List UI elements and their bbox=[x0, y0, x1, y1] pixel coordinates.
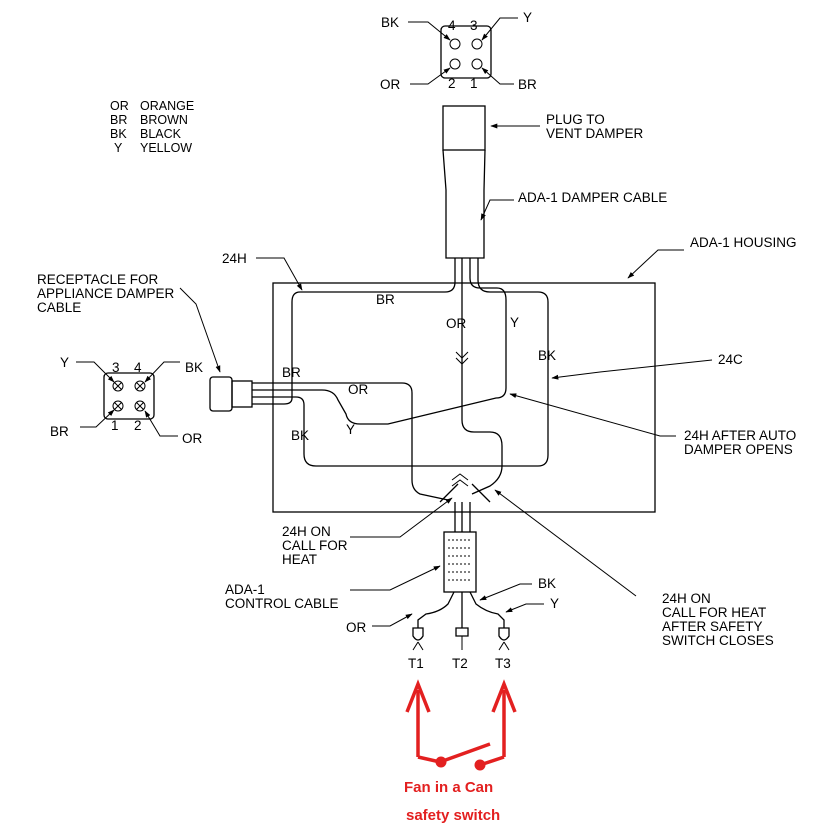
left-pin-label-4: 4 bbox=[134, 360, 142, 375]
wire-label-y: Y bbox=[523, 10, 532, 25]
wire-y-bottom-label: Y bbox=[550, 596, 559, 611]
plug-to-label: PLUG TO bbox=[546, 112, 605, 127]
wire-label-or: OR bbox=[380, 77, 401, 92]
left-pin-label-3: 3 bbox=[112, 360, 120, 375]
pin-label-3: 3 bbox=[470, 18, 478, 33]
after-auto-label-2: DAMPER OPENS bbox=[684, 442, 793, 457]
wire-y-center-label: Y bbox=[510, 315, 519, 330]
legend-name-orange: ORANGE bbox=[140, 99, 194, 113]
safety-label-2: CALL FOR HEAT bbox=[662, 605, 766, 620]
legend-code-or: OR bbox=[110, 99, 129, 113]
vent-damper-label: VENT DAMPER bbox=[546, 126, 644, 141]
on-call-label-1: 24H ON bbox=[282, 524, 331, 539]
receptacle-label-3: CABLE bbox=[37, 300, 81, 315]
pin-2 bbox=[449, 58, 461, 70]
safety-label-4: SWITCH CLOSES bbox=[662, 633, 774, 648]
after-auto-label-1: 24H AFTER AUTO bbox=[684, 428, 796, 443]
safety-switch-annotation: Fan in a Can safety switch bbox=[404, 679, 517, 824]
terminal-t3: T3 bbox=[495, 656, 511, 671]
wire-label-br: BR bbox=[518, 77, 537, 92]
wire-label-bk: BK bbox=[381, 15, 399, 30]
wire-or-left-label: OR bbox=[348, 382, 369, 397]
pin-label-2: 2 bbox=[448, 76, 456, 91]
red-arrowhead-t1 bbox=[405, 679, 431, 713]
left-wire-label-bk: BK bbox=[185, 360, 203, 375]
safety-label-3: AFTER SAFETY bbox=[662, 619, 763, 634]
annotation-line-2: safety switch bbox=[406, 807, 500, 824]
red-arrowhead-t3 bbox=[491, 679, 517, 713]
appliance-damper-receptacle: RECEPTACLE FOR APPLIANCE DAMPER CABLE bbox=[37, 272, 253, 412]
color-legend: OR ORANGE BR BROWN BK BLACK Y YELLOW bbox=[110, 99, 194, 155]
on-call-label-2: CALL FOR bbox=[282, 538, 348, 553]
pin-4 bbox=[449, 38, 461, 50]
switch-contact-left bbox=[435, 756, 447, 768]
h24-label: 24H bbox=[222, 251, 247, 266]
legend-code-y: Y bbox=[114, 141, 123, 155]
housing-label: ADA-1 HOUSING bbox=[690, 235, 797, 250]
wire-br-top-label: BR bbox=[376, 292, 395, 307]
wire-or-bottom-label: OR bbox=[346, 620, 367, 635]
damper-cable-label: ADA-1 DAMPER CABLE bbox=[518, 190, 667, 205]
c24-label: 24C bbox=[718, 352, 743, 367]
appliance-plug-pinout: 3 4 1 2 Y BK BR OR bbox=[50, 355, 203, 446]
pin-3 bbox=[471, 38, 483, 50]
left-wire-label-y: Y bbox=[60, 355, 69, 370]
annotation-line-1: Fan in a Can bbox=[404, 779, 493, 796]
internal-wiring bbox=[252, 258, 549, 503]
left-pin-label-2: 2 bbox=[134, 418, 142, 433]
legend-name-brown: BROWN bbox=[140, 113, 188, 127]
wire-bk-left-label: BK bbox=[291, 428, 309, 443]
switch-blade bbox=[439, 742, 491, 764]
safety-label-1: 24H ON bbox=[662, 591, 711, 606]
legend-name-yellow: YELLOW bbox=[140, 141, 192, 155]
wire-or-center-label: OR bbox=[446, 316, 467, 331]
receptacle-label-2: APPLIANCE DAMPER bbox=[37, 286, 175, 301]
control-cable-label-1: ADA-1 bbox=[225, 582, 265, 597]
on-call-label-3: HEAT bbox=[282, 552, 317, 567]
left-wire-label-br: BR bbox=[50, 424, 69, 439]
vent-damper-plug-pinout: 4 3 2 1 BK Y OR BR bbox=[380, 10, 537, 92]
legend-code-br: BR bbox=[110, 113, 127, 127]
wire-y-left-label: Y bbox=[346, 422, 355, 437]
control-cable bbox=[412, 502, 510, 651]
vent-damper-plug: PLUG TO VENT DAMPER ADA-1 DAMPER CABLE bbox=[442, 105, 667, 259]
switch-contact-right bbox=[474, 759, 486, 771]
wire-bk-bottom-label: BK bbox=[538, 576, 556, 591]
legend-name-black: BLACK bbox=[140, 127, 182, 141]
terminal-t1: T1 bbox=[408, 656, 424, 671]
left-pin-label-1: 1 bbox=[111, 418, 119, 433]
wire-br-left-label: BR bbox=[282, 365, 301, 380]
terminal-t2: T2 bbox=[452, 656, 468, 671]
receptacle-label-1: RECEPTACLE FOR bbox=[37, 272, 159, 287]
pin-label-4: 4 bbox=[448, 18, 456, 33]
wire-bk-right-label: BK bbox=[538, 348, 556, 363]
legend-code-bk: BK bbox=[110, 127, 127, 141]
pin-1 bbox=[471, 58, 483, 70]
pin-label-1: 1 bbox=[470, 76, 478, 91]
control-cable-label-2: CONTROL CABLE bbox=[225, 596, 339, 611]
plug-face bbox=[440, 25, 492, 79]
left-wire-label-or: OR bbox=[182, 431, 203, 446]
